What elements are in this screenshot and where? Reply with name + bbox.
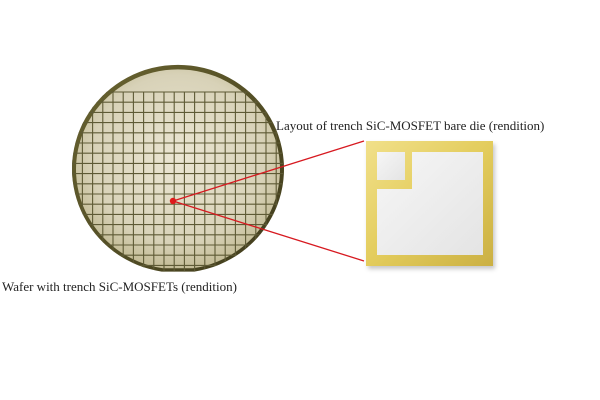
die-caption: Layout of trench SiC-MOSFET bare die (re… [276, 118, 545, 133]
wafer-surface [76, 69, 281, 269]
callout-line-bottom [172, 200, 365, 262]
bare-die-pads [377, 152, 483, 255]
zoom-callout-lines [172, 140, 365, 262]
wafer-caption: Wafer with trench SiC-MOSFETs (rendition… [2, 279, 237, 294]
gate-pad [377, 152, 405, 180]
callout-line-top [172, 140, 365, 202]
wafer [72, 64, 284, 272]
source-pad [377, 152, 483, 255]
